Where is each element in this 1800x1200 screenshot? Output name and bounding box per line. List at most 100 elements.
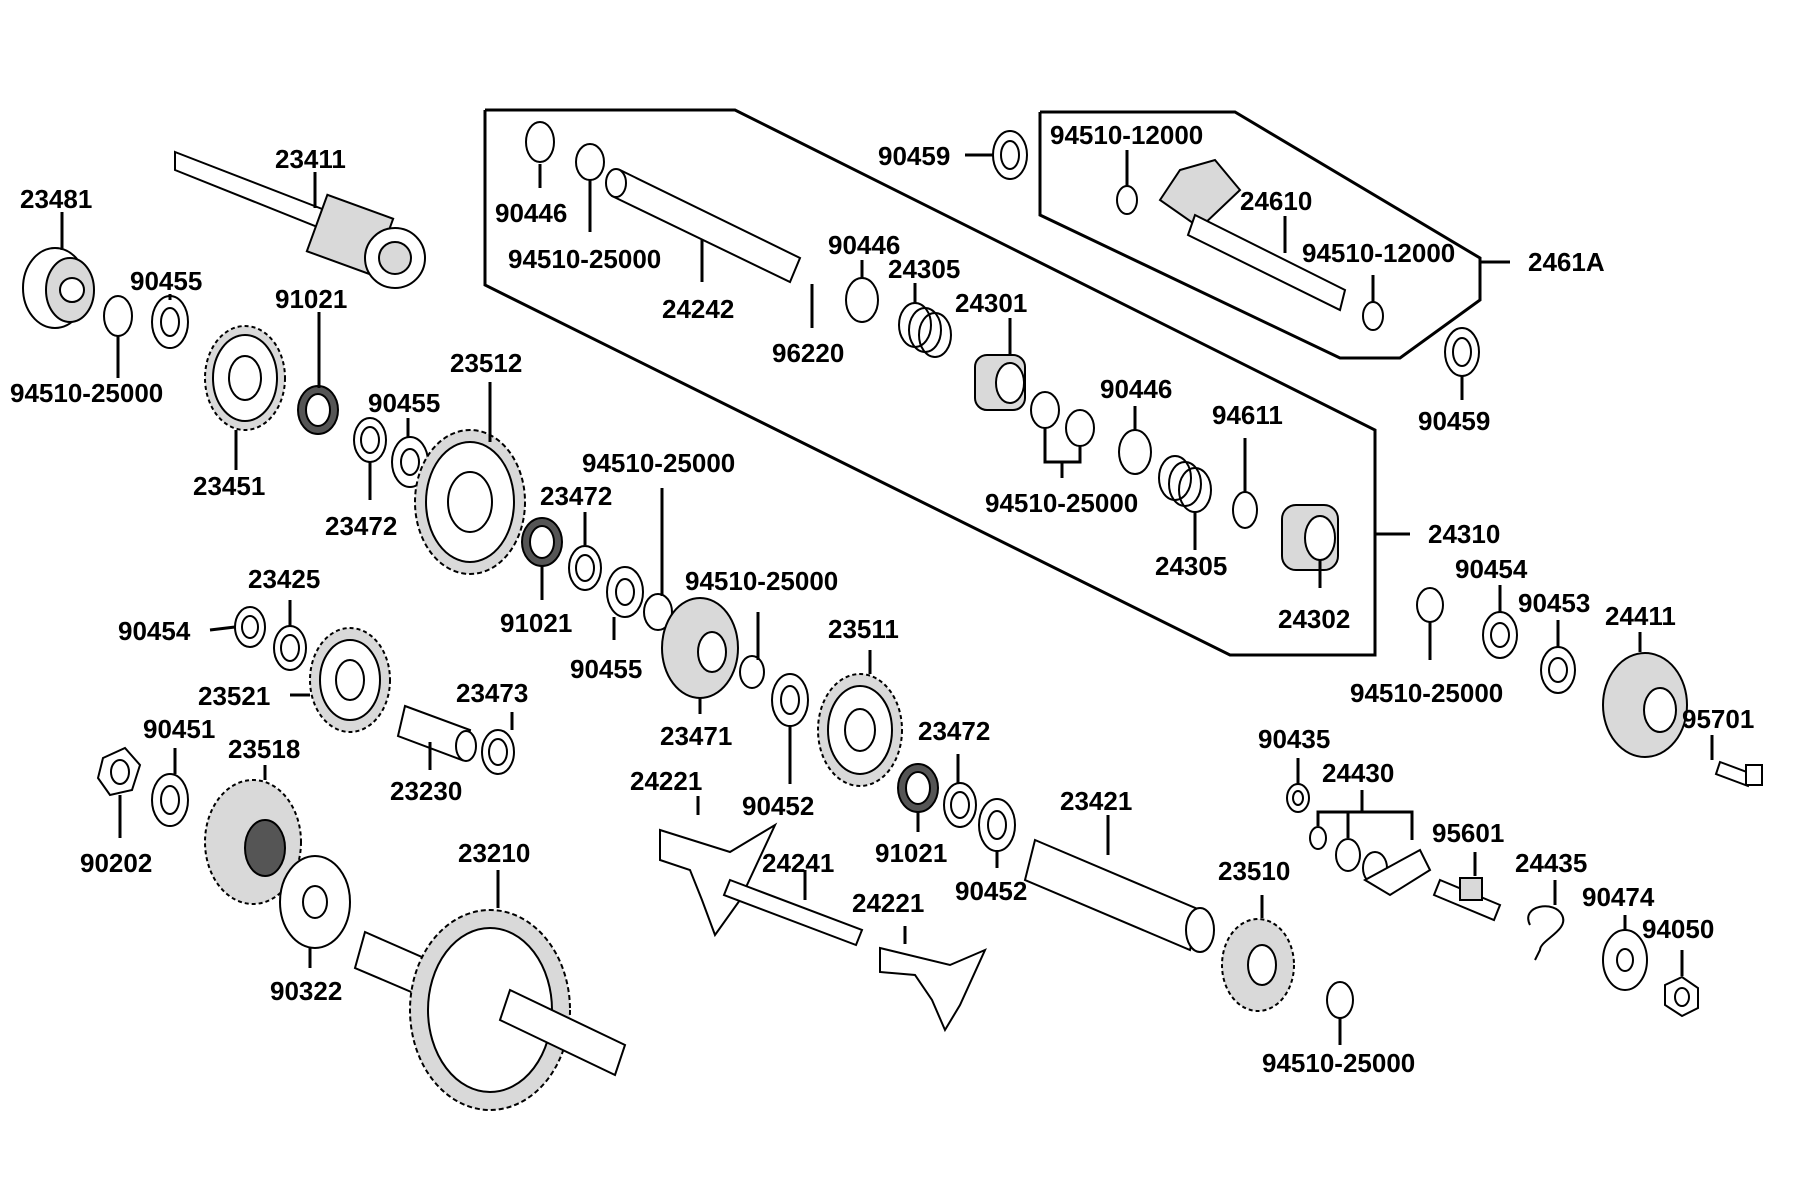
- label-23230: 23230: [390, 776, 462, 806]
- part-91021-bearing-a: [297, 385, 339, 435]
- label-90452-a: 90452: [742, 791, 814, 821]
- part-91021-bearing-b: [521, 517, 563, 567]
- part-24305-spring-b: [1158, 455, 1212, 513]
- label-90454-a: 90454: [118, 616, 191, 646]
- part-95601-pivot-bolt: [1432, 877, 1502, 922]
- part-94510-circlip-e: [1362, 301, 1384, 331]
- part-90454-washer-a: [234, 606, 266, 648]
- part-23510-gear: [1221, 918, 1295, 1012]
- label-23425: 23425: [248, 564, 320, 594]
- label-24302: 24302: [1278, 604, 1350, 634]
- label-23421: 23421: [1060, 786, 1132, 816]
- part-94510-circlip-b: [643, 593, 673, 631]
- label-94510-25000-c: 94510-25000: [508, 244, 661, 274]
- label-24305-a: 24305: [888, 254, 960, 284]
- part-23471-hub: [661, 597, 739, 699]
- part-23411-shaft: [174, 150, 426, 289]
- part-24430-lever: [1309, 826, 1432, 897]
- part-94510-circlip-d: [1116, 185, 1138, 215]
- part-23210-output-shaft: [353, 909, 627, 1111]
- label-94611: 94611: [1212, 400, 1283, 430]
- part-94050-nut: [1664, 975, 1699, 1018]
- label-23472-b: 23472: [540, 481, 612, 511]
- part-23521-gear: [309, 627, 391, 733]
- leader-lines: [60, 150, 1714, 1045]
- label-94510-12000-b: 94510-12000: [1302, 238, 1455, 268]
- label-90435: 90435: [1258, 724, 1330, 754]
- part-90446-ring-b: [845, 277, 879, 323]
- label-94510-25000-b: 94510-25000: [582, 448, 735, 478]
- label-23472-c: 23472: [918, 716, 990, 746]
- label-24241: 24241: [762, 848, 834, 878]
- label-95701: 95701: [1682, 704, 1754, 734]
- group-outline-24310: [483, 108, 1377, 657]
- label-90322: 90322: [270, 976, 342, 1006]
- group-label-24310: 24310: [1428, 519, 1500, 549]
- label-24221-a: 24221: [630, 766, 702, 796]
- part-24221-fork-a: [659, 822, 778, 938]
- part-90455-washer-a: [151, 295, 189, 349]
- part-91021-bearing-c: [897, 763, 939, 813]
- part-24435-spring: [1527, 905, 1565, 961]
- part-90452-washer-a: [771, 673, 809, 727]
- group-outline-2461A: [1038, 110, 1482, 360]
- label-94510-12000-a: 94510-12000: [1050, 120, 1203, 150]
- part-94510-circlip-i: [1416, 587, 1444, 623]
- part-94510-circlip-g: [739, 655, 765, 689]
- label-94510-25000-f: 94510-25000: [985, 488, 1138, 518]
- label-23521: 23521: [198, 681, 270, 711]
- part-24301-cam: [974, 354, 1026, 411]
- label-94050: 94050: [1642, 914, 1714, 944]
- label-90455-b: 90455: [368, 388, 440, 418]
- label-90459-b: 90459: [1418, 406, 1490, 436]
- part-24221-fork-b: [879, 946, 987, 1033]
- label-90455-c: 90455: [570, 654, 642, 684]
- part-90453-washer: [1540, 646, 1576, 694]
- part-90446-ring-c: [1118, 429, 1152, 475]
- part-90455-washer-c: [606, 566, 644, 618]
- label-96220: 96220: [772, 338, 844, 368]
- part-90202-nut: [96, 746, 142, 797]
- label-24610: 24610: [1240, 186, 1312, 216]
- part-24241-rod: [722, 878, 864, 947]
- label-24221-b: 24221: [852, 888, 924, 918]
- part-94510-circlip-h: [1326, 981, 1354, 1019]
- part-23512-gear: [414, 429, 526, 575]
- label-23451: 23451: [193, 471, 265, 501]
- part-23518-gear: [204, 779, 302, 905]
- label-23411: 23411: [275, 144, 346, 174]
- label-23473: 23473: [456, 678, 528, 708]
- label-23210: 23210: [458, 838, 530, 868]
- part-94510-circlip-a: [103, 295, 133, 337]
- label-90451: 90451: [143, 714, 215, 744]
- label-95601: 95601: [1432, 818, 1504, 848]
- part-90451-washer: [151, 773, 189, 827]
- part-90474-washer: [1602, 929, 1648, 991]
- label-90202: 90202: [80, 848, 152, 878]
- label-24242: 24242: [662, 294, 734, 324]
- label-24430: 24430: [1322, 758, 1394, 788]
- part-90459-washer-a: [992, 130, 1028, 180]
- part-24305-spring-a: [898, 302, 952, 358]
- label-90446-c: 90446: [1100, 374, 1172, 404]
- part-23472-bushing-b: [568, 545, 602, 591]
- label-94510-25000-h: 94510-25000: [1262, 1048, 1415, 1078]
- part-23421-shaft: [1023, 838, 1215, 953]
- part-24411-gear: [1602, 652, 1688, 758]
- part-23472-bushing-c: [943, 782, 977, 828]
- label-24435: 24435: [1515, 848, 1587, 878]
- label-90455-a: 90455: [130, 266, 202, 296]
- label-91021-a: 91021: [275, 284, 347, 314]
- label-94510-25000-i: 94510-25000: [1350, 678, 1503, 708]
- part-23472-bushing-a: [353, 417, 387, 463]
- label-23481: 23481: [20, 184, 92, 214]
- label-90454-b: 90454: [1455, 554, 1528, 584]
- label-90452-b: 90452: [955, 876, 1027, 906]
- label-24305-b: 24305: [1155, 551, 1227, 581]
- label-91021-c: 91021: [875, 838, 947, 868]
- label-94510-25000-a: 94510-25000: [10, 378, 163, 408]
- group-label-2461A: 2461A: [1528, 247, 1605, 277]
- label-90459-a: 90459: [878, 141, 950, 171]
- label-23510: 23510: [1218, 856, 1290, 886]
- label-23518: 23518: [228, 734, 300, 764]
